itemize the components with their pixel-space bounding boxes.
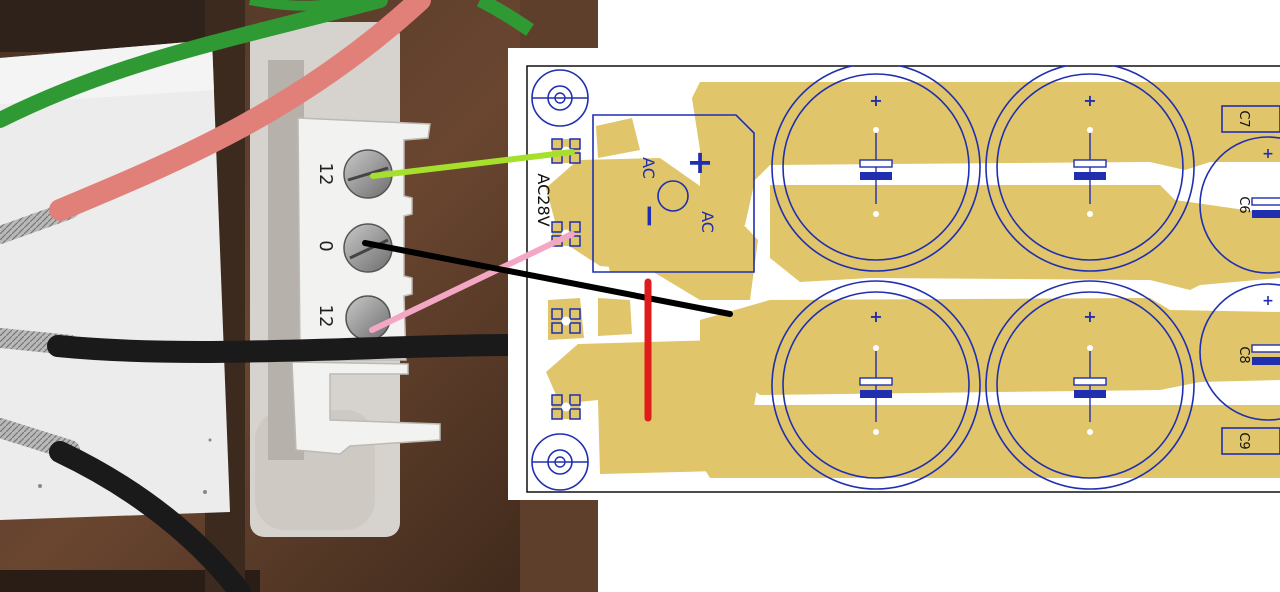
capacitor-c7: C7 [1221, 105, 1280, 133]
capacitor-c6-label: C6 [1236, 196, 1251, 213]
filter-capacitor-1: + [771, 66, 981, 272]
capacitor-c8-polarity: + [1262, 293, 1274, 309]
copper-bottom-plane [700, 405, 1280, 478]
filter-capacitor-4: + [985, 280, 1195, 490]
overlay-black-wire [362, 240, 733, 317]
pad-3 [551, 308, 581, 334]
green-wire-3 [476, 0, 534, 36]
physical-wires [0, 0, 534, 592]
capacitor-polarity-4: + [1083, 307, 1096, 326]
copper-middle-plane [770, 185, 1280, 290]
capacitor-polarity-3: + [869, 307, 882, 326]
terminal-label-12b: 12 [315, 305, 336, 328]
capacitor-c8: + C8 [1199, 283, 1280, 421]
green-wire-2 [249, 0, 361, 11]
pcb-layout: AC28V AC AC + − + [508, 48, 1280, 500]
copper-inner-pad [600, 226, 700, 272]
terminal-strip: 12 0 12 [291, 117, 441, 455]
black-wire-upper [47, 334, 521, 363]
copper-bottom-pad [598, 400, 760, 474]
overlay-wires [362, 149, 733, 422]
input-voltage-label: AC28V [534, 173, 553, 226]
input-connector-pads [551, 138, 581, 420]
terminal-label-0: 0 [315, 240, 336, 251]
bridge-ac-right-label: AC [698, 211, 717, 233]
terminal-label-12a: 12 [315, 163, 336, 186]
overlay-green-wire [370, 149, 575, 179]
green-wire [0, 0, 388, 128]
bridge-plus-label: + [687, 143, 714, 181]
bridge-minus-label: − [632, 203, 667, 228]
pad-4 [551, 394, 581, 420]
bridge-center-mark [657, 180, 689, 212]
capacitor-c7-label: C7 [1236, 110, 1251, 127]
filter-capacitor-3: + [771, 280, 981, 490]
mounting-hole-top [531, 69, 589, 127]
capacitor-c6: + C6 [1199, 136, 1280, 274]
bridge-ac-left-label: AC [639, 157, 658, 179]
overlay-pink-wire [369, 231, 575, 333]
capacitor-polarity-2: + [1083, 91, 1096, 110]
capacitor-c8-label: C8 [1236, 346, 1251, 363]
capacitor-c9: C9 [1221, 427, 1280, 455]
filter-capacitor-2: + [985, 66, 1195, 272]
capacitor-polarity-1: + [869, 91, 882, 110]
copper-tab-top [596, 118, 640, 158]
copper-lower-plane [700, 298, 1280, 395]
bridge-rectifier: AC AC + − [592, 114, 755, 273]
pink-wire [49, 0, 431, 221]
capacitor-c9-label: C9 [1236, 432, 1251, 449]
black-wire-lower [49, 441, 251, 592]
screw-terminal-12b [345, 295, 391, 341]
mounting-hole-bottom [531, 433, 589, 491]
capacitor-c6-polarity: + [1262, 146, 1274, 162]
copper-tab-left [598, 298, 632, 336]
